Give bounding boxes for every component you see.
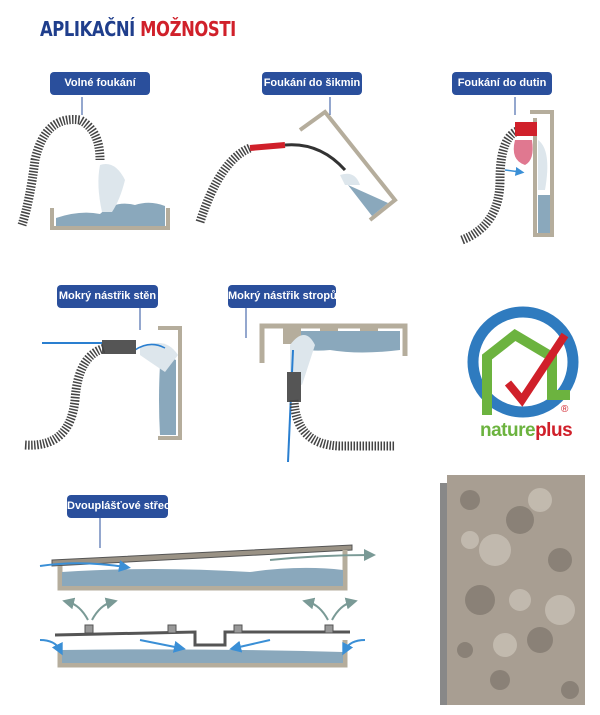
- cellulose-insulation-photo: [440, 475, 585, 705]
- label-slope-blowing: Foukání do šikmin: [262, 72, 362, 95]
- cavity-blowing-illustration: [460, 110, 554, 245]
- wet-spray-walls-illustration: [24, 326, 182, 450]
- label-connectors: [81, 97, 516, 548]
- free-blowing-illustration: [17, 115, 170, 230]
- label-wet-spray-ceilings: Mokrý nástřik stropů: [228, 285, 337, 308]
- page-title: APLIKAČNÍ MOŽNOSTI: [40, 17, 236, 41]
- slope-blowing-illustration: [195, 109, 398, 224]
- label-free-blowing: Volné foukání: [50, 72, 150, 95]
- label-cavity-blowing: Foukání do dutin: [452, 72, 552, 95]
- label-wet-spray-walls: Mokrý nástřik stěn: [57, 285, 158, 308]
- wet-spray-ceilings-illustration: [259, 323, 408, 463]
- registered-mark: ®: [561, 404, 569, 415]
- label-double-roofs: Dvouplášťové střechy: [67, 495, 183, 518]
- natureplus-logo: [467, 306, 579, 418]
- double-roof-illustration: [39, 544, 376, 668]
- natureplus-wordmark: natureplus: [480, 420, 573, 441]
